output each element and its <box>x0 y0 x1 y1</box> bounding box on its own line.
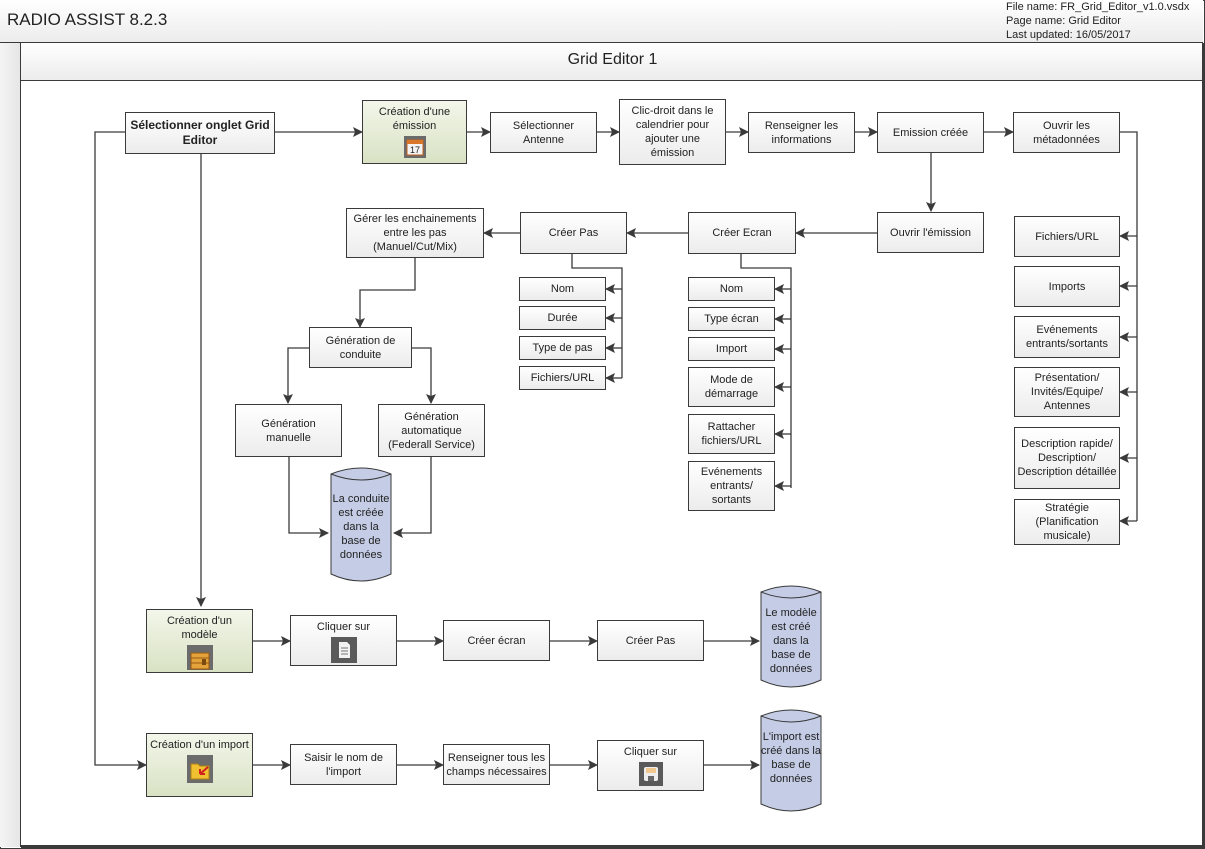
floppy-save-icon[interactable] <box>638 762 663 786</box>
panel-title: Grid Editor 1 <box>567 51 658 68</box>
ecran-field-import[interactable]: Import <box>688 337 775 361</box>
creation-emission[interactable]: Création d'une émission 17 <box>362 100 467 164</box>
creer-ecran[interactable]: Créer Ecran <box>688 212 796 254</box>
pas-field-type[interactable]: Type de pas <box>519 336 606 360</box>
document-icon[interactable] <box>330 637 357 663</box>
meta-field-evenements[interactable]: Evénements entrants/sortants <box>1014 316 1120 358</box>
bottom-border <box>21 845 1204 848</box>
meta-field-strategie[interactable]: Stratégie (Planification musicale) <box>1014 499 1120 545</box>
cliquer-sur-save[interactable]: Cliquer sur <box>597 740 704 791</box>
meta-field-imports[interactable]: Imports <box>1014 266 1120 307</box>
app-title: RADIO ASSIST 8.2.3 <box>7 10 168 29</box>
ecran-field-mode-demarrage[interactable]: Mode de démarrage <box>688 367 775 407</box>
renseigner-champs[interactable]: Renseigner tous les champs nécessaires <box>443 744 550 785</box>
ouvrir-metadonnees[interactable]: Ouvrir les métadonnées <box>1013 112 1120 153</box>
ecran-field-rattacher[interactable]: Rattacher fichiers/URL <box>688 414 775 454</box>
clic-droit-calendrier[interactable]: Clic-droit dans le calendrier pour ajout… <box>619 99 726 165</box>
creer-pas-modele[interactable]: Créer Pas <box>597 620 704 661</box>
saisir-nom-import[interactable]: Saisir le nom de l'import <box>290 744 397 785</box>
file-name: File name: FR_Grid_Editor_v1.0.vsdx <box>1006 1 1190 13</box>
pas-field-fichiers[interactable]: Fichiers/URL <box>519 366 606 390</box>
creation-import[interactable]: Création d'un import <box>146 733 253 797</box>
last-updated: Last updated: 16/05/2017 <box>1006 29 1131 41</box>
gerer-enchainements[interactable]: Gérer les enchainements entre les pas (M… <box>346 208 484 258</box>
ouvrir-emission[interactable]: Ouvrir l'émission <box>877 212 984 253</box>
ecran-field-evenements[interactable]: Evénements entrants/ sortants <box>688 461 775 511</box>
left-margin-bar <box>0 43 21 847</box>
pas-field-duree[interactable]: Durée <box>519 306 606 330</box>
db-modele: Le modèle est créé dans la base de donné… <box>760 584 822 690</box>
generation-conduite[interactable]: Génération de conduite <box>309 327 412 368</box>
db-conduite: La conduite est créée dans la base de do… <box>330 466 392 584</box>
trunk-left-to-import <box>94 131 147 770</box>
page-name: Page name: Grid Editor <box>1006 15 1121 27</box>
calendar-17-icon: 17 <box>403 136 426 158</box>
meta-field-fichiers[interactable]: Fichiers/URL <box>1014 216 1120 257</box>
ecran-field-nom[interactable]: Nom <box>688 277 775 301</box>
pas-field-nom[interactable]: Nom <box>519 277 606 301</box>
folder-import-icon <box>186 755 213 783</box>
select-grid-editor-tab[interactable]: Sélectionner onglet Grid Editor <box>125 112 275 154</box>
svg-text:17: 17 <box>409 145 419 155</box>
right-border <box>1202 43 1204 848</box>
creer-pas[interactable]: Créer Pas <box>520 212 627 254</box>
ecran-field-type[interactable]: Type écran <box>688 307 775 331</box>
generation-automatique[interactable]: Génération automatique (Federall Service… <box>378 404 485 457</box>
emission-creee[interactable]: Emission créée <box>877 112 984 153</box>
select-antenne[interactable]: Sélectionner Antenne <box>490 112 597 153</box>
creation-modele[interactable]: Création d'un modèle <box>146 609 253 673</box>
metadata-bus <box>1119 131 1138 521</box>
meta-field-description[interactable]: Description rapide/ Description/ Descrip… <box>1014 427 1120 489</box>
db-import: L'import est créé dans la base de donnée… <box>760 708 822 814</box>
boxes-icon <box>186 645 213 670</box>
cliquer-sur-document[interactable]: Cliquer sur <box>290 615 397 666</box>
panel-title-bar: Grid Editor 1 <box>21 43 1204 81</box>
generation-manuelle[interactable]: Génération manuelle <box>235 404 342 457</box>
creer-ecran-modele[interactable]: Créer écran <box>443 620 550 661</box>
title-header: RADIO ASSIST 8.2.3 File name: FR_Grid_Ed… <box>0 0 1203 43</box>
meta-field-presentation[interactable]: Présentation/ Invités/Equipe/ Antennes <box>1014 367 1120 417</box>
renseigner-informations[interactable]: Renseigner les informations <box>748 112 855 153</box>
document-meta: File name: FR_Grid_Editor_v1.0.vsdx Page… <box>1006 0 1189 42</box>
